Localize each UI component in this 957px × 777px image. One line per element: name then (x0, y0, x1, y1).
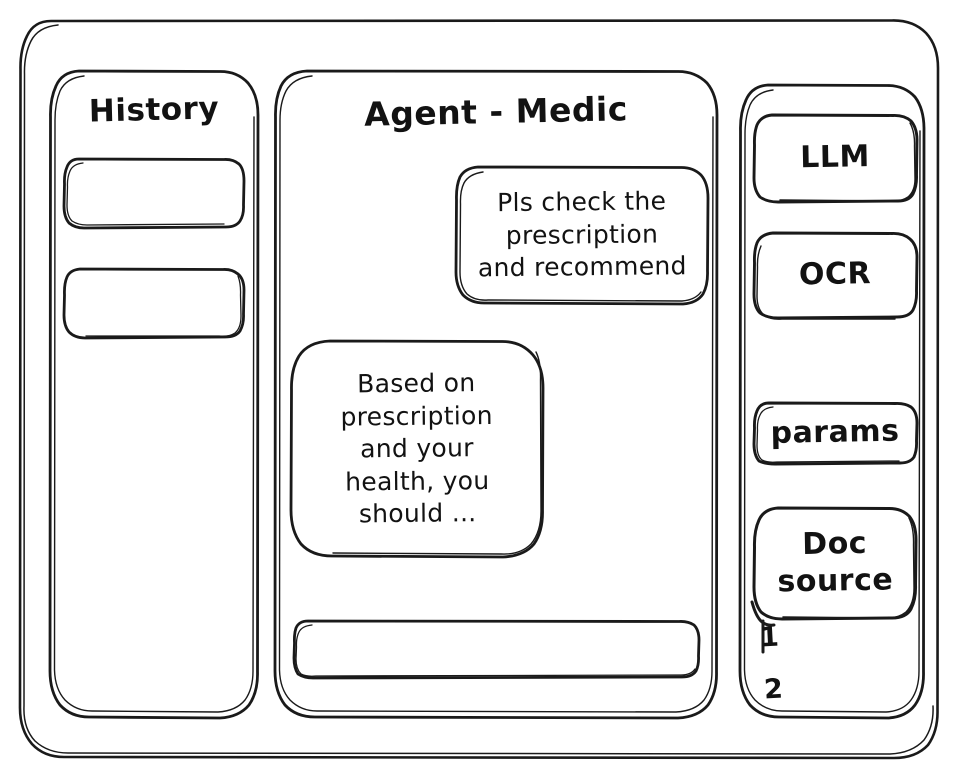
history-item[interactable] (62, 266, 246, 340)
tools-panel: LLM OCR params Doc source (738, 82, 926, 720)
tool-button-llm-label: LLM (799, 139, 871, 176)
tool-button-params-label: params (770, 413, 900, 451)
chat-bubble-assistant: Based on prescription and your health, y… (288, 338, 546, 560)
chat-bubble-user: Pls check the prescription and recommend (454, 164, 710, 306)
doc-source-item-2[interactable]: 2 (763, 673, 784, 706)
tool-button-doc-source[interactable]: Doc source (752, 505, 918, 621)
history-item[interactable] (62, 156, 246, 230)
chat-bubble-user-text: Pls check the prescription and recommend (477, 186, 687, 283)
tool-button-llm[interactable]: LLM (752, 112, 919, 204)
agent-panel-title: Agent - Medic (363, 89, 629, 134)
tool-button-params[interactable]: params (752, 400, 919, 466)
history-panel-title: History (88, 90, 220, 130)
doc-source-item-1[interactable]: 1 (759, 621, 780, 654)
agent-panel: Agent - Medic Pls check the prescription… (272, 68, 720, 720)
history-panel: History (48, 68, 260, 720)
message-input[interactable] (292, 618, 701, 680)
tool-button-doc-source-label: Doc source (777, 525, 894, 600)
tool-button-ocr[interactable]: OCR (752, 230, 919, 320)
tool-button-ocr-label: OCR (798, 256, 872, 293)
chat-bubble-assistant-text: Based on prescription and your health, y… (340, 368, 493, 529)
